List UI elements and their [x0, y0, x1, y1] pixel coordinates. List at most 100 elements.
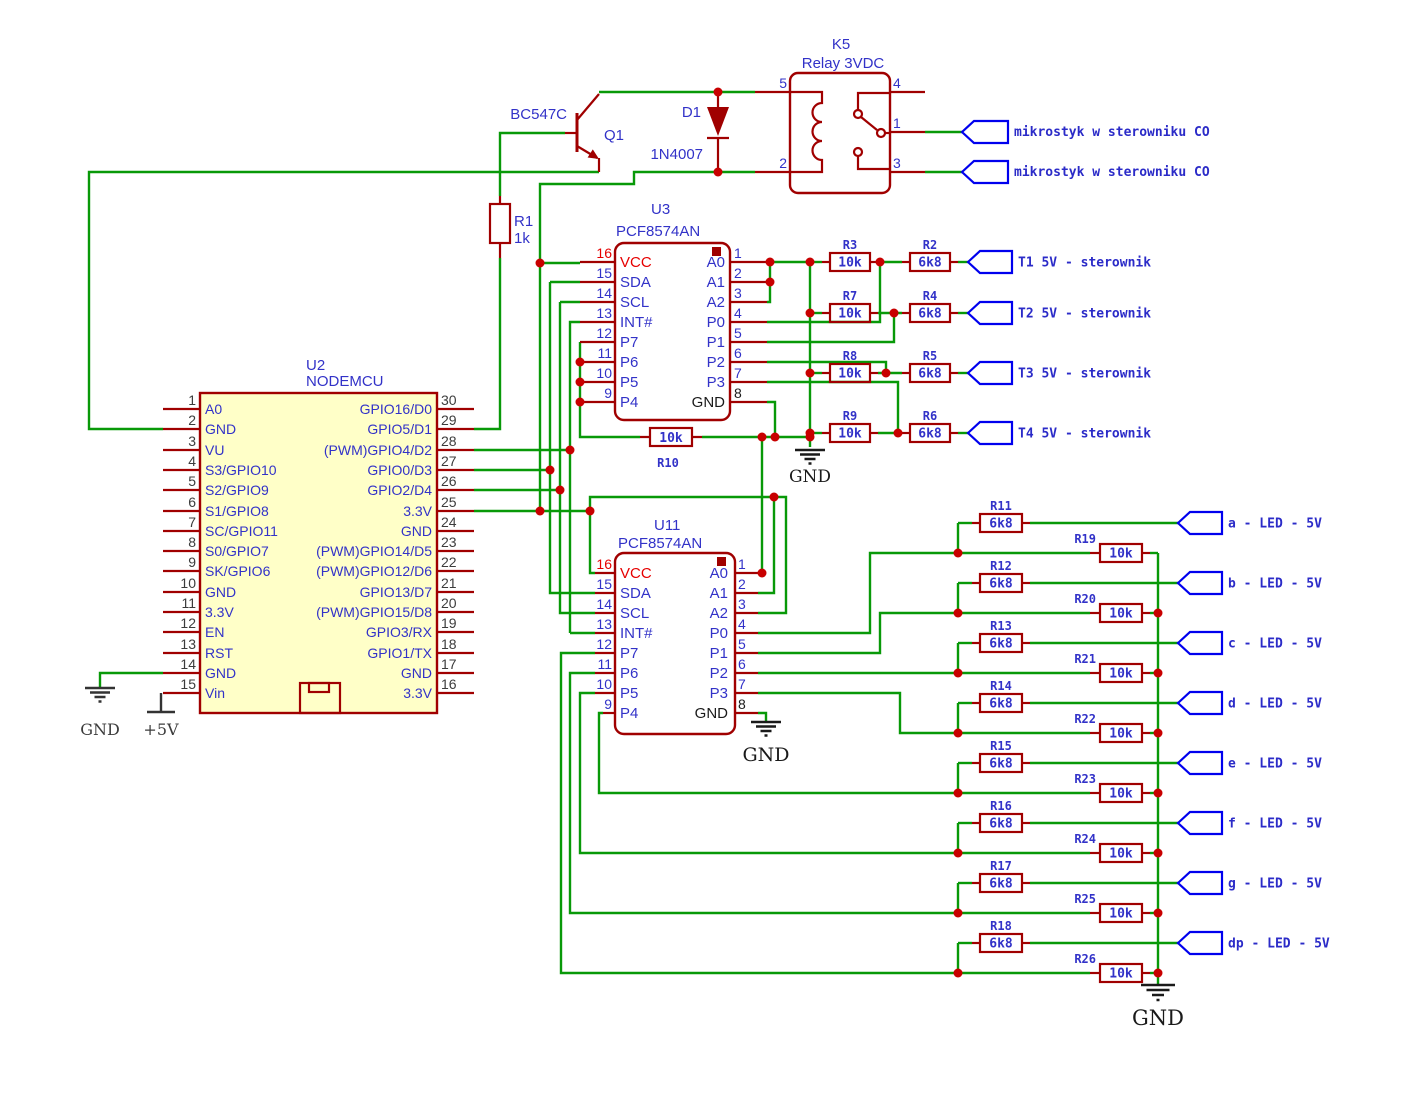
pin-number: 18	[441, 636, 457, 652]
r10-body	[648, 426, 694, 448]
pin-name: S2/GPIO9	[205, 482, 269, 498]
d1-ref: D1	[682, 104, 701, 121]
pin-name: P3	[707, 374, 725, 391]
pin-name: P3	[710, 685, 728, 702]
resistor-value: 6k8	[918, 427, 942, 442]
resistor-r1	[488, 196, 512, 258]
pin-number: 2	[188, 412, 196, 428]
net-tag	[966, 420, 1014, 446]
wire-u11-a0	[758, 437, 764, 575]
d1-triangle	[707, 107, 729, 136]
pin-name: (PWM)GPIO12/D6	[316, 563, 432, 579]
pin-number: 1	[734, 245, 742, 261]
u2-ref: U2	[306, 357, 325, 374]
resistor-value: 10k	[1109, 847, 1133, 862]
pin-number: 7	[734, 365, 742, 381]
junction-dot	[805, 368, 815, 378]
pin-number: 4	[188, 453, 196, 469]
wire-u11-p3-d	[758, 691, 958, 735]
k5-pin-3: 3	[893, 155, 901, 171]
net-tag	[1176, 930, 1224, 956]
pin-name: SCL	[620, 605, 649, 622]
pin-name: EN	[205, 624, 224, 640]
wire-u3-p0	[767, 262, 882, 324]
gnd-label-mid: GND	[789, 467, 831, 487]
net-tag-label: d - LED - 5V	[1228, 697, 1322, 712]
relay-common	[856, 91, 890, 110]
pin-name: P2	[707, 354, 725, 371]
u3-pin1-marker-icon	[712, 247, 721, 256]
u2-usb-notch-inner	[307, 681, 331, 694]
resistor-ref: R23	[1074, 772, 1096, 786]
pin-number: 30	[441, 392, 457, 408]
junction-dot	[953, 788, 963, 798]
net-tag	[1176, 690, 1224, 716]
net-tag	[966, 249, 1014, 275]
net-tag	[1176, 630, 1224, 656]
pin-number: 11	[597, 345, 612, 361]
pin-number: 5	[738, 636, 746, 652]
resistor-value: 10k	[838, 307, 862, 322]
junction-dot	[805, 432, 815, 442]
pin-name: 3.3V	[403, 503, 432, 519]
pin-number: 7	[188, 514, 196, 530]
pin-name: A1	[710, 585, 728, 602]
resistor-value: 6k8	[989, 937, 1013, 952]
wire-r1-to-base	[498, 131, 565, 196]
pin-name: S0/GPIO7	[205, 543, 269, 559]
net-tag-relay-1	[960, 119, 1010, 145]
pin-name: (PWM)GPIO15/D8	[316, 604, 432, 620]
pin-name: SDA	[620, 585, 651, 602]
net-tag-label: T2 5V - sterownik	[1018, 307, 1151, 322]
junction-dot	[953, 548, 963, 558]
pin-number: 5	[188, 473, 196, 489]
resistor-ref: R15	[990, 739, 1012, 753]
relay-nc-lead	[856, 156, 890, 171]
transistor-q1-icon	[565, 93, 601, 172]
net-tag-label: g - LED - 5V	[1228, 877, 1322, 892]
wire-d1-to-r1	[474, 258, 502, 431]
pin-number: 29	[441, 412, 457, 428]
wire-u3-gnd-pin	[767, 400, 777, 437]
resistor-ref: R5	[923, 349, 937, 363]
wire-u2-gnd	[98, 671, 163, 688]
pin-number: 10	[180, 575, 196, 591]
junction-dot	[953, 608, 963, 618]
q1-part: BC547C	[510, 106, 567, 123]
wire-u11-a1	[758, 497, 776, 595]
u3-body	[613, 241, 732, 422]
junction-dot	[770, 432, 780, 442]
pin-name: P4	[620, 394, 638, 411]
resistor-r10	[640, 426, 702, 448]
junction-dot	[889, 308, 899, 318]
resistor-value: 10k	[1109, 967, 1133, 982]
net-tag	[966, 360, 1014, 386]
pin-name: P0	[707, 314, 725, 331]
gnd-symbol-led-icon	[1141, 983, 1175, 1002]
pin-name: P1	[707, 334, 725, 351]
gnd-label-led: GND	[1132, 1006, 1184, 1030]
wire-sda-bus	[548, 282, 595, 595]
junction-dot	[769, 492, 779, 502]
q1-ref: Q1	[604, 127, 624, 144]
pin-name: 3.3V	[403, 685, 432, 701]
wire-u3-a2-loop	[767, 262, 772, 304]
pin-name: A1	[707, 274, 725, 291]
junction-dot	[953, 848, 963, 858]
pin-name: GND	[692, 394, 726, 411]
pin-name: SK/GPIO6	[205, 563, 271, 579]
pin-name: P5	[620, 374, 638, 391]
pin-name: P2	[710, 665, 728, 682]
resistor-ref: R14	[990, 679, 1012, 693]
net-tag	[1176, 870, 1224, 896]
resistor-ref: R21	[1074, 652, 1096, 666]
pin-number: 8	[188, 534, 196, 550]
pin-name: P0	[710, 625, 728, 642]
resistor-ref: R25	[1074, 892, 1096, 906]
net-tag-label: f - LED - 5V	[1228, 817, 1322, 832]
pin-number: 5	[734, 325, 742, 341]
pin-number: 9	[604, 696, 612, 712]
resistor-value: 10k	[838, 427, 862, 442]
junction-dot	[765, 257, 775, 267]
